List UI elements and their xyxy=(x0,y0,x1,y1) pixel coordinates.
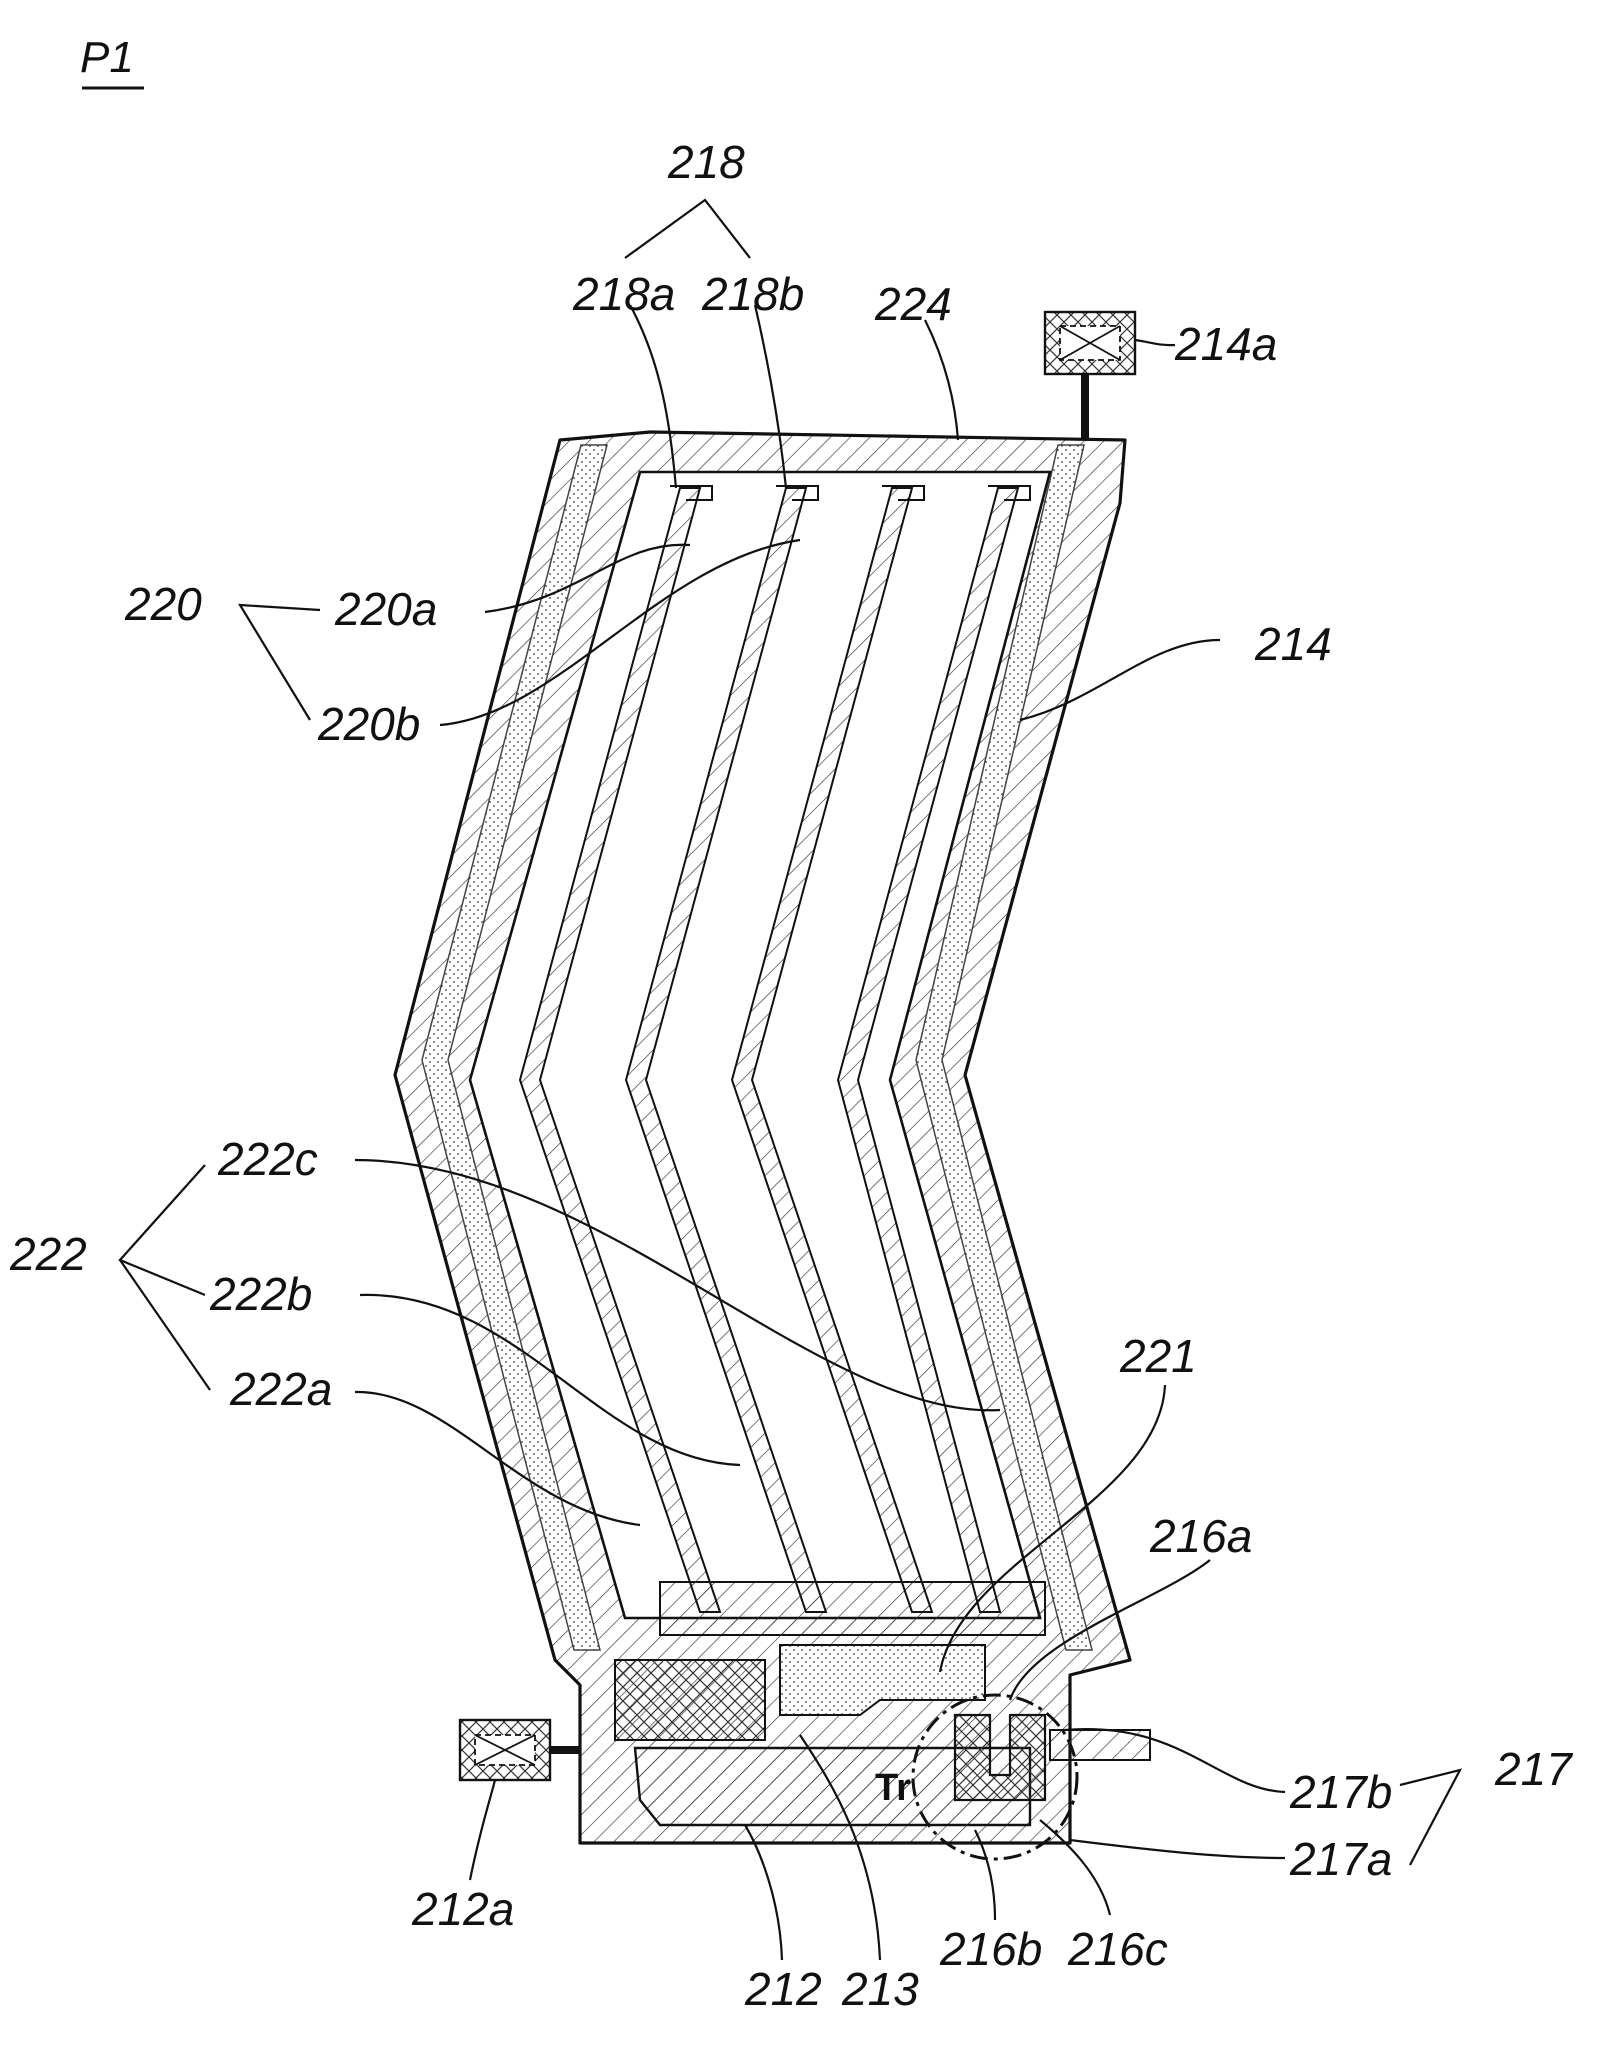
label-220: 220 xyxy=(124,578,202,630)
leader-220-bracket xyxy=(240,605,320,720)
label-216b: 216b xyxy=(939,1923,1042,1975)
leader-212a xyxy=(470,1780,495,1880)
label-214a: 214a xyxy=(1174,318,1277,370)
label-217a: 217a xyxy=(1289,1833,1392,1885)
leader-217-bracket xyxy=(1400,1770,1460,1865)
figure-label-group: P1 xyxy=(80,33,144,88)
label-212: 212 xyxy=(744,1963,822,2015)
label-218: 218 xyxy=(667,136,745,188)
storage-capacitor-213 xyxy=(615,1660,765,1740)
figure-label: P1 xyxy=(80,33,134,82)
leader-222-bracket xyxy=(120,1165,210,1390)
label-222: 222 xyxy=(9,1228,87,1280)
label-222b: 222b xyxy=(209,1268,312,1320)
label-216a: 216a xyxy=(1149,1510,1252,1562)
pad-212a-group xyxy=(460,1720,580,1780)
leader-212 xyxy=(745,1825,782,1960)
label-224: 224 xyxy=(874,278,952,330)
label-212a: 212a xyxy=(411,1883,514,1935)
label-214: 214 xyxy=(1254,618,1332,670)
leader-218-bracket xyxy=(625,200,750,258)
pad-214a-group xyxy=(1045,312,1135,440)
label-222c: 222c xyxy=(217,1133,318,1185)
label-222a: 222a xyxy=(229,1363,332,1415)
leader-214a xyxy=(1135,340,1175,345)
label-218a: 218a xyxy=(572,268,675,320)
label-217b: 217b xyxy=(1289,1766,1392,1818)
leader-217a xyxy=(1070,1840,1285,1858)
label-220b: 220b xyxy=(317,698,420,750)
label-217: 217 xyxy=(1494,1743,1573,1795)
label-218b: 218b xyxy=(701,268,804,320)
label-220a: 220a xyxy=(334,583,437,635)
leader-224 xyxy=(925,320,958,440)
label-tr: Tr xyxy=(875,1767,911,1809)
label-216c: 216c xyxy=(1067,1923,1168,1975)
label-221: 221 xyxy=(1119,1330,1197,1382)
label-213: 213 xyxy=(841,1963,919,2015)
